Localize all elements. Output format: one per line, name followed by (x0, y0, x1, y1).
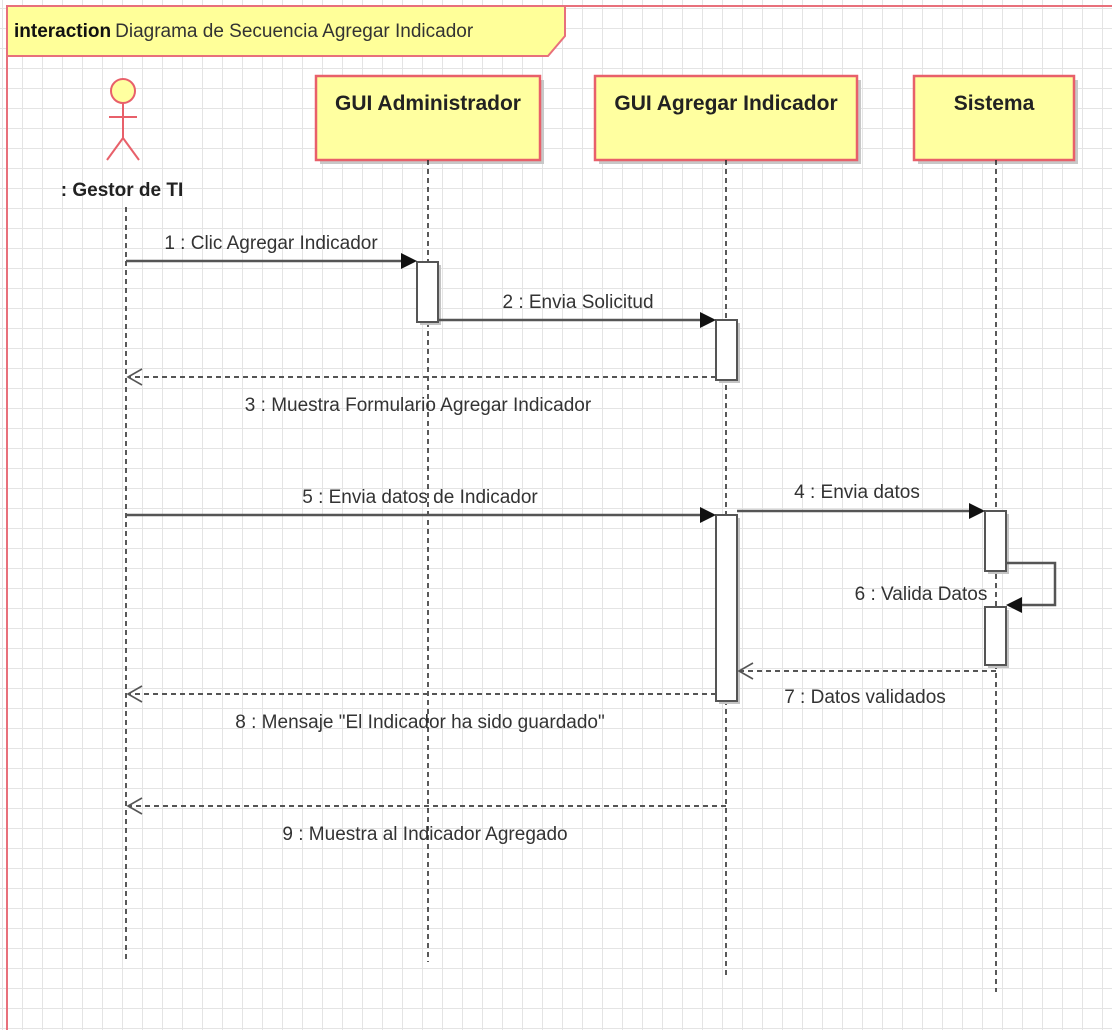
message-4[interactable]: 4 : Envia datos (737, 482, 985, 519)
lifeline-gui-agregar-indicador[interactable]: GUI Agregar Indicador (593, 74, 861, 164)
message-label: 3 : Muestra Formulario Agregar Indicador (245, 395, 592, 416)
message-label: 4 : Envia datos (794, 482, 920, 503)
open-arrow-icon (126, 797, 143, 815)
open-arrow-icon (126, 685, 143, 703)
activation-gui-administrador (416, 261, 439, 323)
message-8[interactable]: 8 : Mensaje "El Indicador ha sido guarda… (126, 685, 716, 733)
lifeline-head-box (912, 74, 1076, 162)
arrow-head-icon (700, 507, 716, 523)
activation-bars (416, 261, 1009, 704)
message-6[interactable]: 6 : Valida Datos (855, 561, 1057, 613)
lifeline-head-label: Sistema (954, 92, 1035, 115)
message-1[interactable]: 1 : Clic Agregar Indicador (126, 233, 417, 269)
activation-sistema-2 (984, 606, 1007, 666)
arrow-head-icon (969, 503, 985, 519)
message-5[interactable]: 5 : Envia datos de Indicador (126, 487, 716, 523)
message-label: 6 : Valida Datos (855, 584, 988, 605)
message-line (1006, 561, 1057, 607)
frame-keyword: interaction (14, 21, 111, 42)
stick-figure-icon (106, 78, 140, 161)
open-arrow-icon (737, 662, 754, 680)
message-label: 5 : Envia datos de Indicador (302, 487, 538, 508)
open-arrow-icon (126, 368, 143, 386)
lifeline-head-box (593, 74, 859, 162)
message-label: 1 : Clic Agregar Indicador (164, 233, 378, 254)
message-3[interactable]: 3 : Muestra Formulario Agregar Indicador (126, 368, 716, 416)
actor-label: : Gestor de TI (61, 180, 183, 201)
lifeline-head-label: GUI Agregar Indicador (614, 92, 837, 115)
frame-border (6, 5, 1112, 1030)
lifeline-head-label: GUI Administrador (335, 92, 521, 115)
activation-sistema-1 (984, 510, 1007, 572)
message-label: 7 : Datos validados (784, 687, 946, 708)
message-label: 2 : Envia Solicitud (502, 292, 653, 313)
frame-title-tab (6, 5, 566, 57)
message-9[interactable]: 9 : Muestra al Indicador Agregado (126, 797, 726, 845)
message-label: 9 : Muestra al Indicador Agregado (282, 824, 567, 845)
message-2[interactable]: 2 : Envia Solicitud (438, 292, 716, 328)
arrow-head-icon (700, 312, 716, 328)
activation-gui-agregar-2 (715, 514, 738, 702)
message-label: 8 : Mensaje "El Indicador ha sido guarda… (235, 712, 604, 733)
arrow-head-icon (1006, 597, 1022, 613)
message-7[interactable]: 7 : Datos validados (737, 662, 996, 708)
arrow-head-icon (401, 253, 417, 269)
actor-gestor-de-ti[interactable]: : Gestor de TI (61, 78, 183, 201)
lifeline-gui-administrador[interactable]: GUI Administrador (314, 74, 544, 164)
lifeline-head-box (314, 74, 542, 162)
frame-title-text: Diagrama de Secuencia Agregar Indicador (115, 21, 474, 42)
lifeline-sistema[interactable]: Sistema (912, 74, 1078, 164)
activation-gui-agregar-1 (715, 319, 738, 381)
